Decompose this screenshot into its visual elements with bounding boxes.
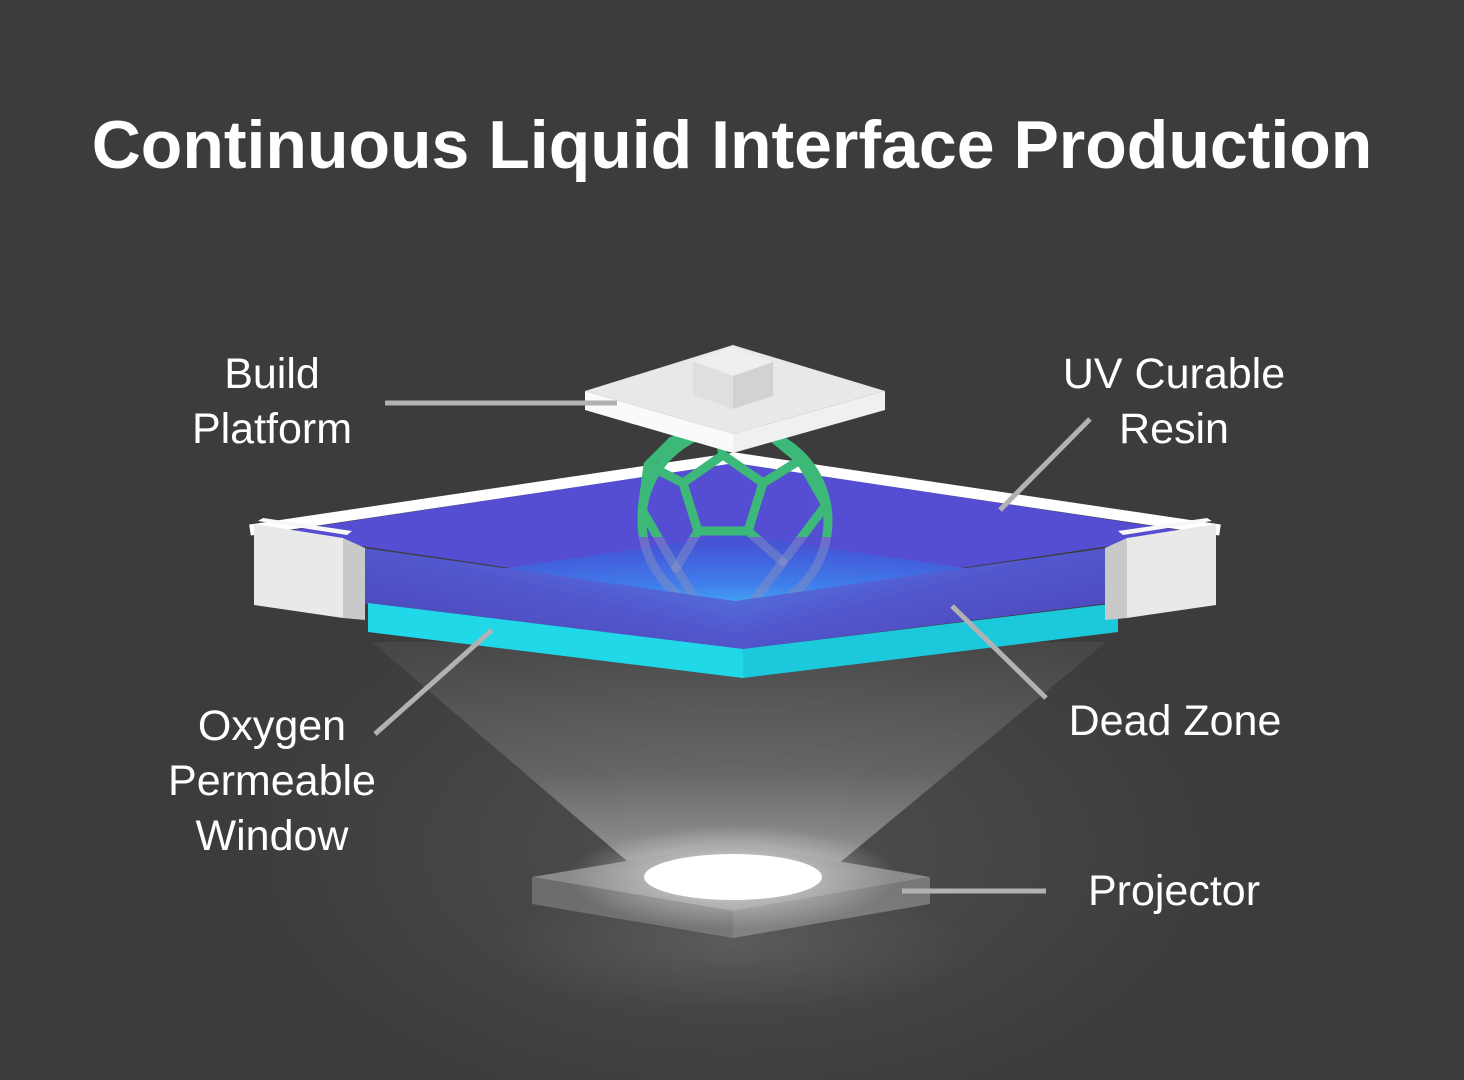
label-uv-curable-resin: UV Curable Resin — [1063, 350, 1285, 453]
cube-top-face — [693, 347, 773, 376]
resin-front-right-face — [735, 535, 1198, 650]
platform-front-right-face — [733, 391, 885, 453]
label-uv-resin-line1: UV Curable — [1063, 350, 1285, 398]
under-projector-glow — [493, 875, 973, 1015]
window-front-right-face — [743, 603, 1118, 678]
label-build-platform-line1: Build — [224, 350, 320, 398]
page-title: Continuous Liquid Interface Production — [92, 107, 1373, 183]
leader-line-uv-resin — [998, 417, 1092, 512]
cube-left-face — [693, 361, 733, 409]
label-build-platform: Build Platform — [192, 350, 352, 453]
cube-right-face — [733, 362, 773, 409]
label-uv-resin-line2: Resin — [1119, 405, 1229, 453]
build-platform — [585, 345, 885, 453]
label-build-platform-line2: Platform — [192, 405, 352, 453]
handle-right-top-edge — [1118, 518, 1212, 535]
label-oxygen-line3: Window — [196, 812, 350, 860]
handle-left-top-edge — [258, 518, 352, 535]
handle-right-outer-face — [1127, 524, 1216, 618]
projector-light-beam — [372, 642, 1106, 879]
label-projector: Projector — [1088, 867, 1260, 915]
leader-line-dead-zone — [950, 604, 1048, 700]
label-dead-zone: Dead Zone — [1069, 697, 1282, 745]
handle-right-inner-face — [1105, 538, 1127, 620]
platform-front-left-face — [585, 391, 733, 453]
vat-handle-left — [254, 518, 365, 620]
label-oxygen-permeable-window: Oxygen Permeable Window — [168, 702, 376, 860]
resin-front-left-face — [272, 535, 735, 650]
oxygen-window — [368, 603, 1118, 678]
label-oxygen-line2: Permeable — [168, 757, 376, 805]
window-front-left-face — [368, 603, 743, 678]
projector-unit — [493, 825, 973, 1015]
handle-left-outer-face — [254, 524, 343, 618]
label-oxygen-line1: Oxygen — [198, 702, 346, 750]
handle-left-inner-face — [343, 538, 365, 620]
platform-mount-cube — [693, 347, 773, 409]
vat-handle-right — [1105, 518, 1216, 620]
leader-line-oxygen-window — [373, 628, 494, 736]
